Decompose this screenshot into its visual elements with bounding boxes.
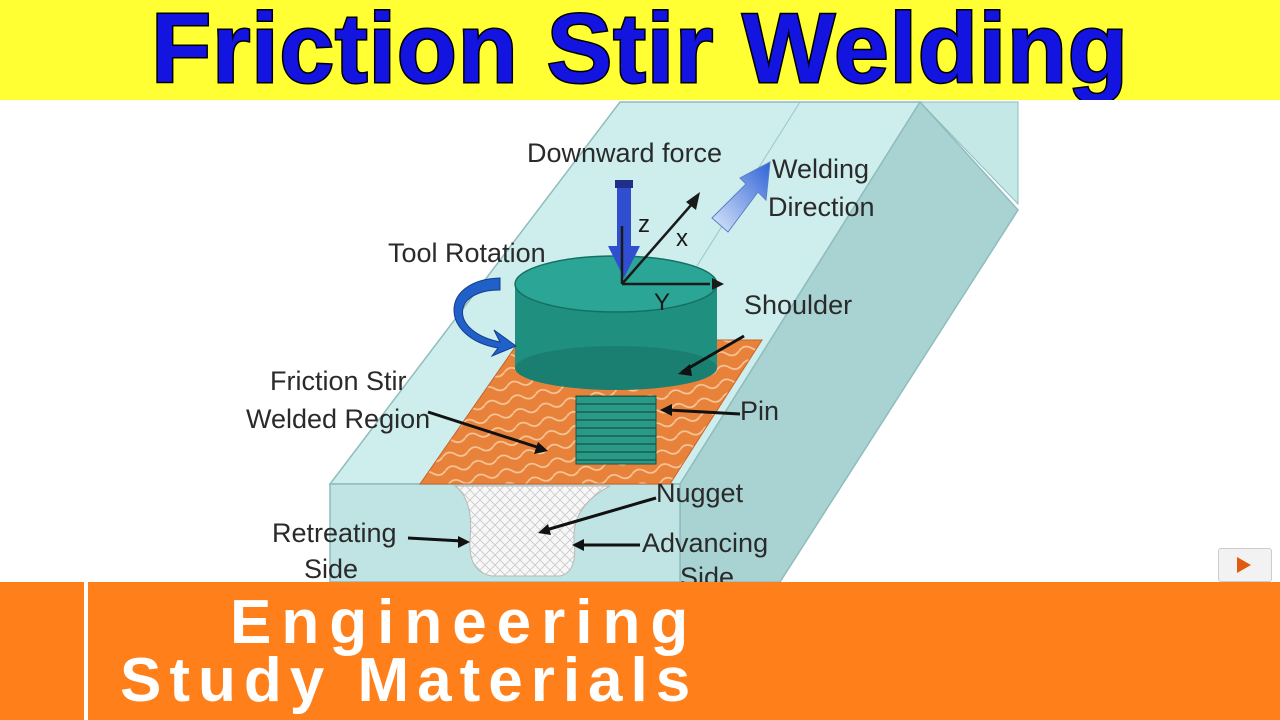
label-pin: Pin [740,396,779,426]
label-retreating-1: Retreating [272,518,397,548]
label-fsw-region-2: Welded Region [246,404,430,434]
rotation-arrow-icon [453,277,518,358]
diagram-canvas: Downward force Welding Direction Tool Ro… [246,100,1019,582]
nugget-shape [453,485,611,577]
axis-label-y: Y [654,289,670,316]
coordinate-axes [620,192,724,290]
label-welding-direction-2: Direction [768,192,875,222]
footer-title-line-1: Engineering [230,588,699,657]
video-badge[interactable] [1218,548,1272,582]
label-fsw-region-1: Friction Stir [270,366,407,396]
label-nugget: Nugget [656,478,744,508]
page-title: Friction Stir Welding [150,0,1129,105]
label-tool-rotation: Tool Rotation [388,238,546,268]
label-welding-direction-1: Welding [772,154,869,184]
play-icon [1237,557,1251,573]
welding-direction-arrow-icon [711,161,771,233]
footer-title-line-2: Study Materials [120,646,699,715]
leader-arrows [407,334,745,551]
title-banner: Friction Stir Welding [0,0,1280,105]
axis-label-z: z [638,211,650,238]
tool-pin [575,395,657,465]
label-advancing-2: Side [680,562,734,582]
axis-label-x: x [676,225,688,252]
fsw-diagram: Downward force Welding Direction Tool Ro… [0,100,1280,582]
footer-banner: Engineering Study Materials [0,582,1280,720]
downward-force-arrow-icon [608,180,640,278]
footer-divider [84,582,88,720]
tool-shoulder [514,255,718,390]
label-retreating-2: Side [304,554,358,582]
label-advancing-1: Advancing [642,528,768,558]
label-downward-force: Downward force [527,138,722,168]
label-shoulder: Shoulder [744,290,852,320]
plate-top-far [620,101,1019,206]
